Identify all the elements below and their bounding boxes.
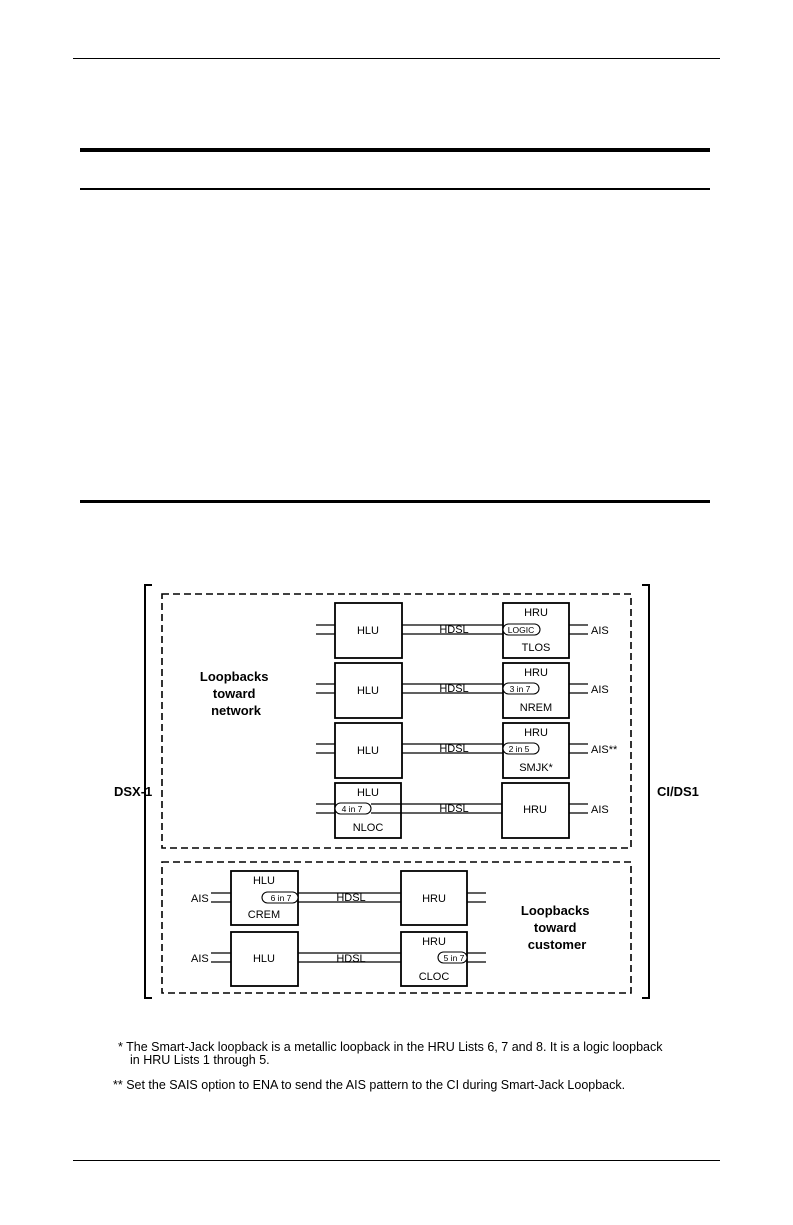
footnote-sais-option: ** Set the SAIS option to ENA to send th…	[113, 1078, 626, 1092]
customer-group-label-line-2: toward	[534, 920, 577, 935]
hru-label: HRU	[524, 607, 548, 619]
hru-loopback-pill	[437, 951, 468, 964]
hlu-sub-label: NLOC	[353, 822, 384, 834]
hru-box	[400, 870, 468, 926]
hru-sub-label: TLOS	[522, 642, 551, 654]
hdsl-label: HDSL	[336, 953, 365, 965]
hdsl-label: HDSL	[439, 683, 468, 695]
hru-loopback-pill	[502, 742, 540, 755]
hru-box	[501, 782, 570, 839]
hru-loopback-pill	[502, 682, 540, 695]
hlu-box	[230, 931, 299, 987]
network-group-label-line-2: toward	[213, 686, 256, 701]
hlu-box	[334, 602, 403, 659]
header-rule	[73, 58, 720, 59]
customer-group-label-line-1: Loopbacks	[521, 903, 590, 918]
customer-row-1: AIS HLU 6 in 7 CREM HDSL HRU	[191, 870, 486, 926]
hru-loopback-label: 2 in 5	[509, 744, 530, 754]
customer-loopback-group	[161, 861, 632, 994]
network-row-4: HLU 4 in 7 NLOC HDSL HRU AIS	[316, 782, 609, 839]
network-group-label-line-1: Loopbacks	[200, 669, 269, 684]
hru-loopback-label: 5 in 7	[444, 953, 465, 963]
cids1-label: CI/DS1	[657, 784, 699, 799]
hdsl-label: HDSL	[439, 803, 468, 815]
network-group-label-line-3: network	[211, 703, 262, 718]
customer-group-label-line-3: customer	[528, 937, 587, 952]
hlu-loopback-pill	[261, 891, 299, 904]
hru-sub-label: SMJK*	[519, 762, 553, 774]
ais-label: AIS	[591, 625, 609, 637]
cids1-bracket	[642, 584, 650, 999]
hlu-box	[334, 662, 403, 719]
ais-label: AIS	[591, 684, 609, 696]
hlu-sub-label: CREM	[248, 909, 280, 921]
ais-label: AIS**	[591, 744, 618, 756]
section-top-rule	[80, 148, 710, 152]
dsx1-label: DSX-1	[114, 784, 152, 799]
network-row-3: HLU HDSL HRU 2 in 5 SMJK* AIS**	[316, 722, 618, 779]
hdsl-label: HDSL	[336, 892, 365, 904]
footnote-smart-jack-line-2: in HRU Lists 1 through 5.	[130, 1053, 270, 1067]
hlu-loopback-label: 4 in 7	[342, 804, 363, 814]
footnote-smart-jack-line-1: * The Smart-Jack loopback is a metallic …	[118, 1040, 663, 1054]
hlu-box	[334, 722, 403, 779]
customer-row-2: AIS HLU HDSL HRU 5 in 7 CLOC	[191, 931, 486, 987]
customer-group-label: Loopbacks toward customer	[521, 903, 593, 952]
hru-label: HRU	[524, 667, 548, 679]
network-row-1: HLU HDSL HRU LOGIC TLOS AIS	[316, 602, 609, 659]
network-loopback-group	[161, 593, 632, 849]
network-group-label: Loopbacks toward network	[200, 669, 272, 718]
hru-loopback-pill	[502, 623, 541, 636]
hru-sub-label: NREM	[520, 702, 552, 714]
hlu-loopback-label: 6 in 7	[271, 893, 292, 903]
hru-label: HRU	[523, 804, 547, 816]
ais-label: AIS	[591, 804, 609, 816]
ais-label: AIS	[191, 893, 209, 905]
hru-sub-label: CLOC	[419, 971, 450, 983]
hlu-label: HLU	[357, 625, 379, 637]
footer-rule	[73, 1160, 720, 1161]
hlu-loopback-pill	[334, 802, 372, 815]
hlu-label: HLU	[357, 787, 379, 799]
hdsl-label: HDSL	[439, 743, 468, 755]
ais-label: AIS	[191, 953, 209, 965]
hlu-label: HLU	[253, 953, 275, 965]
section-bottom-rule	[80, 500, 710, 503]
hdsl-label: HDSL	[439, 624, 468, 636]
hlu-label: HLU	[357, 685, 379, 697]
hlu-label: HLU	[357, 745, 379, 757]
network-row-2: HLU HDSL HRU 3 in 7 NREM AIS	[316, 662, 609, 719]
hru-label: HRU	[422, 936, 446, 948]
hru-label: HRU	[422, 893, 446, 905]
hru-loopback-label: 3 in 7	[510, 684, 531, 694]
hru-loopback-label: LOGIC	[508, 625, 534, 635]
section-header-rule	[80, 188, 710, 190]
hru-label: HRU	[524, 727, 548, 739]
dsx1-bracket	[144, 584, 152, 999]
hlu-label: HLU	[253, 875, 275, 887]
